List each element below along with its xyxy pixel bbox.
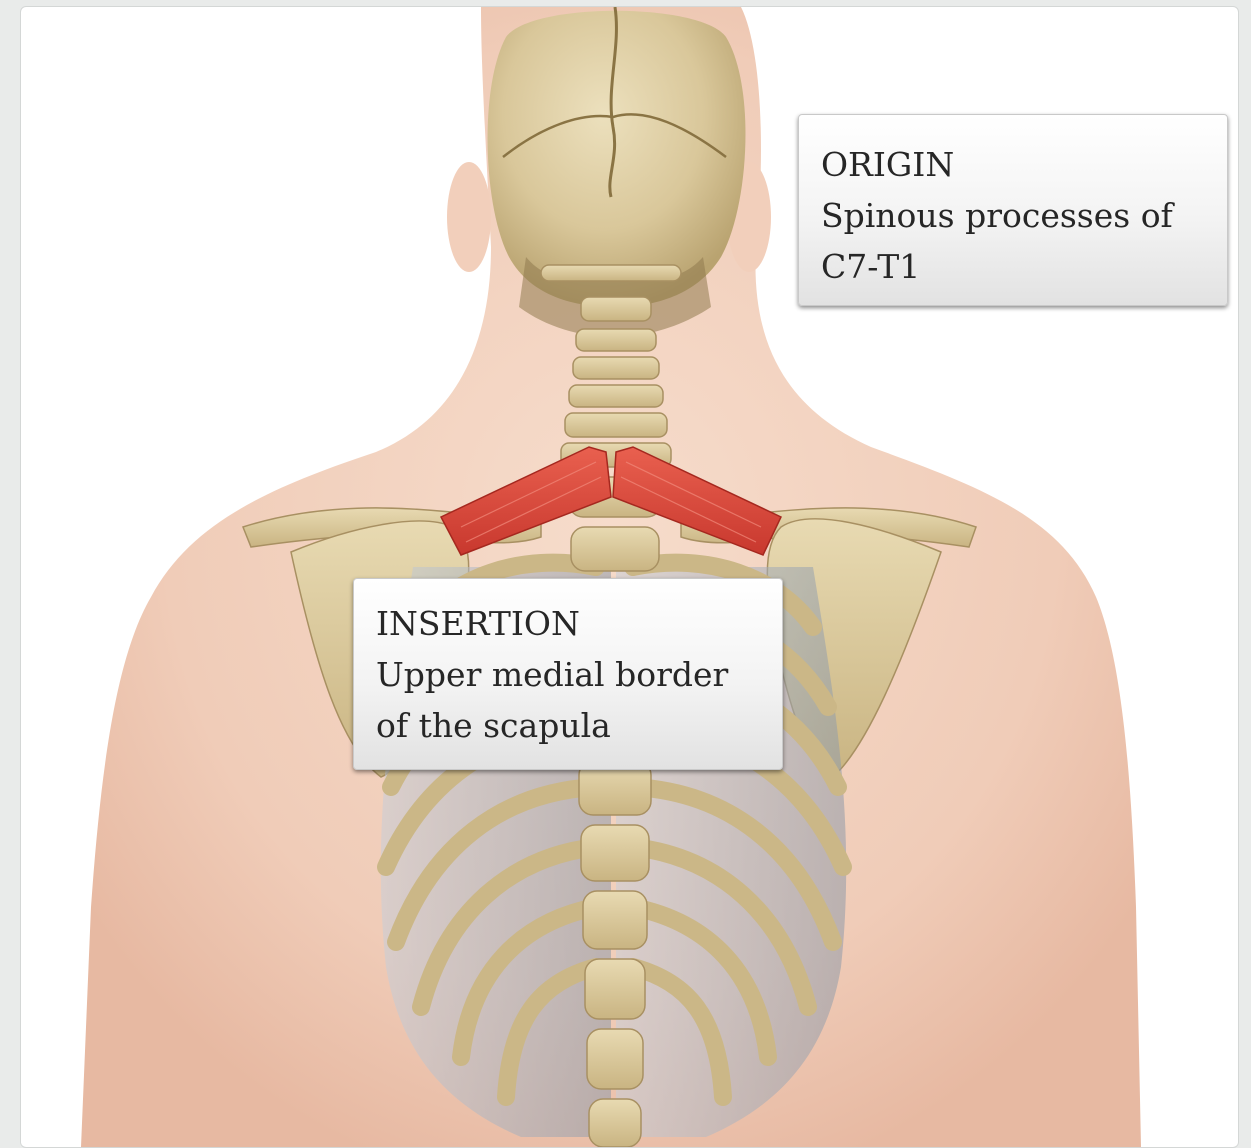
insertion-callout: INSERTION Upper medial border of the sca…	[353, 578, 783, 770]
insertion-description-line-1: Upper medial border	[376, 649, 782, 700]
skull	[488, 7, 746, 337]
origin-description-line-2: C7-T1	[821, 241, 1227, 292]
insertion-heading: INSERTION	[376, 598, 782, 649]
origin-heading: ORIGIN	[821, 139, 1227, 190]
insertion-description-line-2: of the scapula	[376, 700, 782, 751]
origin-callout: ORIGIN Spinous processes of C7-T1	[798, 114, 1228, 306]
origin-description-line-1: Spinous processes of	[821, 190, 1227, 241]
figure-frame: ORIGIN Spinous processes of C7-T1 INSERT…	[20, 6, 1239, 1148]
